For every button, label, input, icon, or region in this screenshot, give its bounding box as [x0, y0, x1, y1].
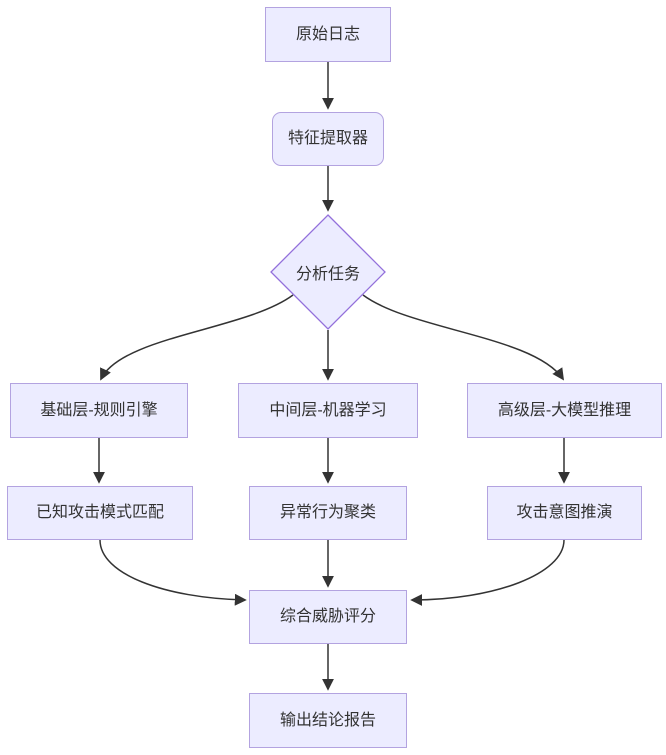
node-feature-extractor: 特征提取器 — [272, 112, 384, 166]
node-attack-intent-deduction-label: 攻击意图推演 — [516, 504, 613, 522]
node-machine-learning-label: 中间层-机器学习 — [269, 401, 387, 419]
node-threat-scoring-label: 综合威胁评分 — [279, 608, 376, 626]
node-llm-reasoning: 高级层-大模型推理 — [467, 383, 662, 438]
node-known-attack-matching-label: 已知攻击模式匹配 — [35, 504, 164, 522]
node-anomaly-clustering-label: 异常行为聚类 — [279, 504, 376, 522]
node-analysis-task: 分析任务 — [270, 214, 386, 330]
node-raw-logs-label: 原始日志 — [295, 25, 360, 43]
node-final-report: 输出结论报告 — [249, 693, 407, 748]
diamond-shape — [270, 214, 386, 330]
node-analysis-task-label: 分析任务 — [295, 266, 360, 283]
edge-attack-intent-deduction-to-threat-scoring — [410, 539, 565, 606]
node-threat-scoring: 综合威胁评分 — [249, 590, 407, 644]
edge-analysis-task-to-llm-reasoning — [362, 294, 565, 381]
node-rule-engine-label: 基础层-规则引擎 — [40, 401, 158, 419]
edge-analysis-task-to-rule-engine — [100, 294, 294, 381]
node-final-report-label: 输出结论报告 — [279, 711, 376, 729]
node-machine-learning: 中间层-机器学习 — [238, 383, 418, 438]
node-rule-engine: 基础层-规则引擎 — [10, 383, 188, 438]
edge-known-attack-matching-to-threat-scoring — [99, 539, 247, 606]
node-anomaly-clustering: 异常行为聚类 — [249, 486, 407, 540]
node-raw-logs: 原始日志 — [265, 7, 391, 62]
node-known-attack-matching: 已知攻击模式匹配 — [7, 486, 193, 540]
node-feature-extractor-label: 特征提取器 — [287, 130, 368, 148]
node-attack-intent-deduction: 攻击意图推演 — [487, 486, 642, 540]
node-llm-reasoning-label: 高级层-大模型推理 — [497, 401, 632, 419]
